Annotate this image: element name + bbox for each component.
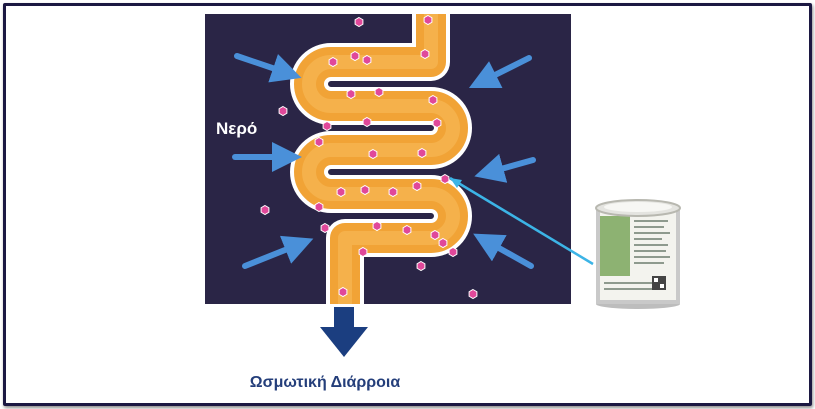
diarrhea-down-arrow [320,307,368,364]
slide-frame [3,3,812,406]
intestine-diagram [205,14,571,304]
formula-can-icon [592,198,684,315]
intestine-illustration [290,14,472,304]
intestine-svg [205,14,571,304]
caption-osmotic-diarrhea: Ωσμωτική Διάρροια [249,374,401,391]
water-label: Νερό [216,119,258,138]
water-arrows [232,53,536,269]
